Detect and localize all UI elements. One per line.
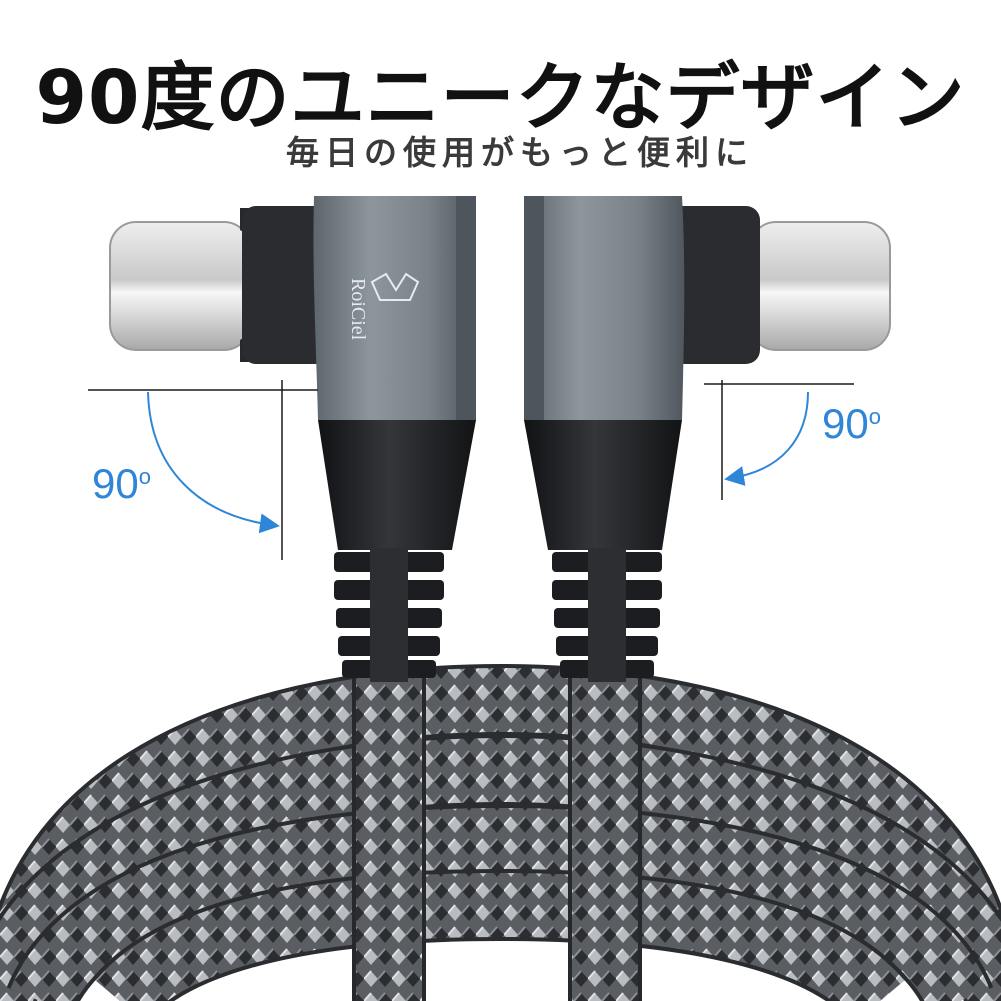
- subheadline: 毎日の使用がもっと便利に: [286, 133, 754, 172]
- left-usb-c-connector: [109, 196, 476, 682]
- right-cable: [568, 660, 642, 1001]
- crown-icon: [370, 272, 420, 301]
- svg-text:RoiCiel: RoiCiel: [347, 278, 369, 341]
- right-angle-guide: [704, 380, 854, 500]
- headline: 90度のユニークなデザイン: [35, 55, 966, 141]
- angle-label-left: 90o: [92, 460, 151, 507]
- angle-label-right: 90o: [822, 400, 881, 447]
- right-usb-c-connector: [524, 196, 891, 682]
- left-angle-guide: [88, 380, 318, 560]
- left-cable: [352, 660, 426, 1001]
- braided-cable-coil: [0, 663, 1001, 1001]
- brand-logo: RoiCiel: [347, 278, 369, 341]
